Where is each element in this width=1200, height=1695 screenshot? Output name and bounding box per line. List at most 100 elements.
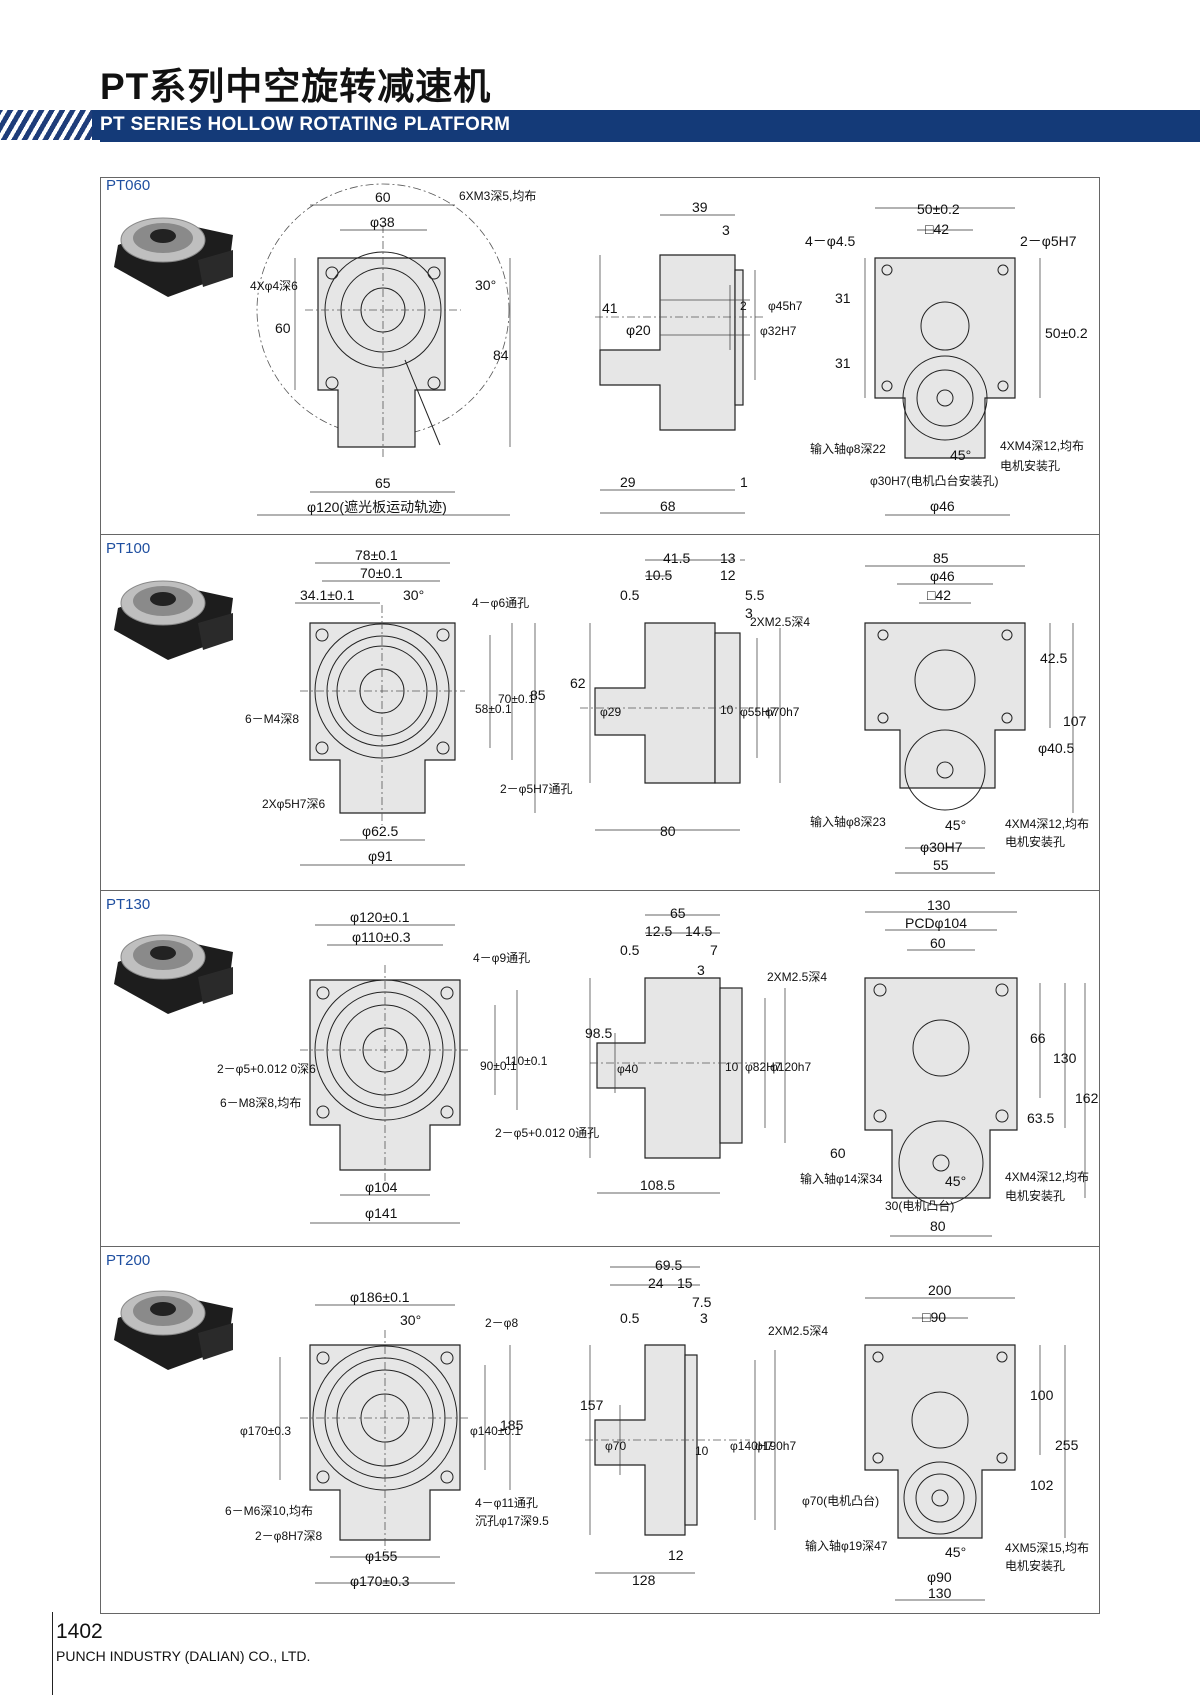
dim-angle-45: 45°	[945, 1173, 966, 1189]
dim-dia-90: φ90	[927, 1569, 952, 1585]
dim-dia-45h7: φ45h7	[768, 299, 803, 313]
dim-height-60: 60	[275, 320, 291, 336]
note-motor-bolts: 4XM4深12,均布	[1005, 817, 1089, 831]
note-input-shaft: 输入轴φ8深23	[810, 814, 886, 829]
note-motor-mount: 电机安装孔	[1005, 1188, 1065, 1203]
dim-70: 70±0.1	[360, 565, 403, 581]
note-counterbore: 沉孔φ17深9.5	[475, 1514, 549, 1528]
note-motor-bolts: 4XM4深12,均布	[1000, 439, 1084, 453]
note-motor-bolts: 4XM4深12,均布	[1005, 1170, 1089, 1184]
rear-view: 130 PCDφ104 60 66 130 162 63.5 60 输入轴φ14…	[800, 897, 1099, 1237]
dim-length-128: 128	[632, 1572, 656, 1588]
dim-dia-120: φ120(遮光板运动轨迹)	[307, 499, 447, 515]
dim-dia-120h7: φ120h7	[770, 1060, 811, 1074]
note-4-holes: 4－φ4.5	[805, 233, 856, 249]
dim-length-80: 80	[660, 823, 676, 839]
dim-58: 58±0.1	[475, 702, 512, 716]
dim-14-5: 14.5	[685, 923, 712, 939]
dim-10: 10	[695, 1444, 709, 1458]
dim-dia-190h7: φ190h7	[755, 1439, 796, 1453]
side-view: 39 3 41 φ20 2 φ32H7 φ45h7 29 1 68	[595, 199, 803, 514]
side-view: 69.5 24 15 7.5 0.5 3 2XM2.5深4 157 φ70 10…	[580, 1257, 828, 1588]
note-m2-5-holes: 2XM2.5深4	[768, 1324, 828, 1338]
note-motor-pilot: 30(电机凸台)	[885, 1198, 954, 1213]
dim-130-vertical: 130	[1053, 1050, 1077, 1066]
note-motor-bolts: 4XM5深15,均布	[1005, 1541, 1089, 1555]
note-motor-mount: 电机安装孔	[1000, 458, 1060, 473]
dim-12-5: 12.5	[645, 923, 672, 939]
dim-80: 80	[930, 1218, 946, 1234]
dim-15: 15	[677, 1275, 693, 1291]
dim-dia-46: φ46	[930, 568, 955, 584]
note-m2-5-holes: 2XM2.5深4	[750, 615, 810, 629]
note-m8-holes: 6－M8深8,均布	[220, 1096, 301, 1110]
dim-1: 1	[740, 474, 748, 490]
dim-55: 55	[933, 857, 949, 873]
note-input-shaft: 输入轴φ14深34	[800, 1171, 883, 1186]
model-label: PT100	[106, 540, 151, 557]
dim-63-5: 63.5	[1027, 1110, 1054, 1126]
note-input-shaft: 输入轴φ8深22	[810, 441, 886, 456]
dim-102: 102	[1030, 1477, 1054, 1493]
dim-7: 7	[710, 942, 718, 958]
dim-dia-91: φ91	[368, 848, 393, 864]
note-motor-mount: 电机安装孔	[1005, 834, 1065, 849]
model-label: PT200	[106, 1252, 151, 1269]
page-number: 1402	[56, 1620, 103, 1643]
product-photo	[114, 1290, 233, 1370]
dim-square-90: □90	[922, 1309, 946, 1325]
note-4-through-holes: 4－φ6通孔	[472, 596, 529, 610]
note-m6-holes: 6－M6深10,均布	[225, 1504, 313, 1518]
dim-dia-30h7: φ30H7	[920, 839, 963, 855]
dim-50-vertical: 50±0.2	[1045, 325, 1088, 341]
dim-dia-32h7: φ32H7	[760, 324, 797, 338]
dim-dia-110: φ110±0.3	[352, 929, 411, 945]
note-pin-holes: 2－φ5+0.012 0深6	[217, 1062, 316, 1076]
dim-0-5: 0.5	[620, 1310, 640, 1326]
dim-13: 13	[720, 550, 736, 566]
dim-78: 78±0.1	[355, 547, 398, 563]
note-motor-pilot: φ70(电机凸台)	[802, 1493, 879, 1508]
note-2-pins: 2－φ5H7	[1020, 233, 1077, 249]
note-pin-through: 2－φ5+0.012 0通孔	[495, 1126, 599, 1140]
note-m4-holes: 6－M4深8	[245, 712, 299, 726]
front-view: φ186±0.1 30° 2－φ8 φ170±0.3 φ140±0.1 185 …	[225, 1289, 549, 1589]
dim-dia-40-5: φ40.5	[1038, 740, 1075, 756]
note-motor-pilot: φ30H7(电机凸台安装孔)	[870, 473, 998, 488]
dim-3: 3	[697, 962, 705, 978]
dim-85: 85	[933, 550, 949, 566]
dim-3: 3	[700, 1310, 708, 1326]
dim-5-5: 5.5	[745, 587, 765, 603]
dim-3: 3	[722, 222, 730, 238]
dim-dia-46: φ46	[930, 498, 955, 514]
note-pin-holes: 2－φ8H7深8	[255, 1529, 322, 1543]
dim-dia-38: φ38	[370, 214, 395, 230]
dim-dia-104: φ104	[365, 1179, 398, 1195]
banner-line	[100, 140, 1200, 142]
dim-dia-20: φ20	[626, 322, 651, 338]
dim-length-108-5: 108.5	[640, 1177, 675, 1193]
product-photo	[114, 217, 233, 297]
note-2-pins: 2－φ8	[485, 1316, 518, 1330]
drawing-frame	[100, 177, 1100, 1614]
side-view: 41.5 13 10.5 12 0.5 5.5 3 2XM2.5深4 62 φ2…	[570, 550, 810, 839]
dim-255: 255	[1055, 1437, 1079, 1453]
title-banner: PT SERIES HOLLOW ROTATING PLATFORM	[0, 110, 1200, 142]
dim-dia-62-5: φ62.5	[362, 823, 399, 839]
dim-185: 185	[500, 1417, 524, 1433]
dim-200: 200	[928, 1282, 952, 1298]
dim-0-5: 0.5	[620, 587, 640, 603]
product-photo	[114, 934, 233, 1014]
page-title: PT系列中空旋转减速机	[100, 66, 492, 107]
dim-10: 10	[720, 703, 734, 717]
dim-60-vertical: 60	[830, 1145, 846, 1161]
front-view: φ120±0.1 φ110±0.3 4－φ9通孔 2－φ5+0.012 0深6 …	[217, 909, 599, 1224]
banner-subtitle: PT SERIES HOLLOW ROTATING PLATFORM	[100, 114, 511, 135]
rear-view: 200 □90 100 255 102 φ70(电机凸台) 输入轴φ19深47 …	[802, 1282, 1089, 1601]
dim-dia-70: φ70	[605, 1439, 626, 1453]
section-divider	[100, 1246, 1100, 1247]
dim-angle-30: 30°	[403, 587, 424, 603]
dim-width-65: 65	[375, 475, 391, 491]
dim-dia-155: φ155	[365, 1548, 398, 1564]
dim-50: 50±0.2	[917, 201, 960, 217]
